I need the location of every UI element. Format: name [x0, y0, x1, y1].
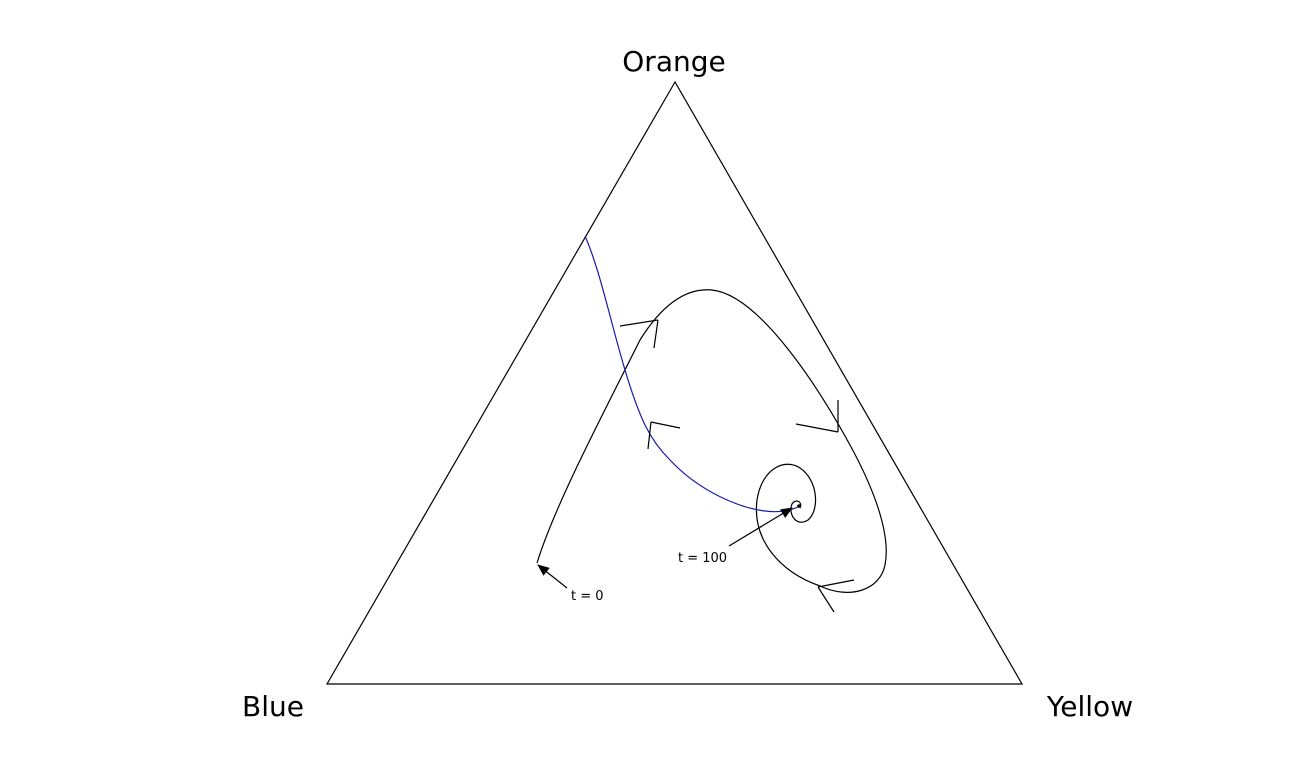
vertex-label-right: Yellow: [1046, 690, 1133, 723]
blue-trajectory: [584, 235, 801, 513]
direction-marker-upper-left: [619, 319, 659, 349]
simplex-triangle: [325, 80, 1024, 685]
end-annotation-arrow: [728, 507, 793, 547]
direction-marker-blue: [647, 421, 681, 450]
direction-marker-bottom: [817, 579, 855, 613]
start-annotation-arrow: [537, 564, 568, 589]
end-annotation-label: t = 100: [678, 551, 727, 566]
fixed-point: [797, 504, 801, 508]
vertex-label-left: Blue: [242, 690, 304, 723]
vertex-label-top: Orange: [622, 45, 725, 78]
start-annotation-label: t = 0: [571, 589, 604, 604]
direction-marker-right: [795, 400, 839, 433]
black-trajectory: [536, 289, 887, 593]
